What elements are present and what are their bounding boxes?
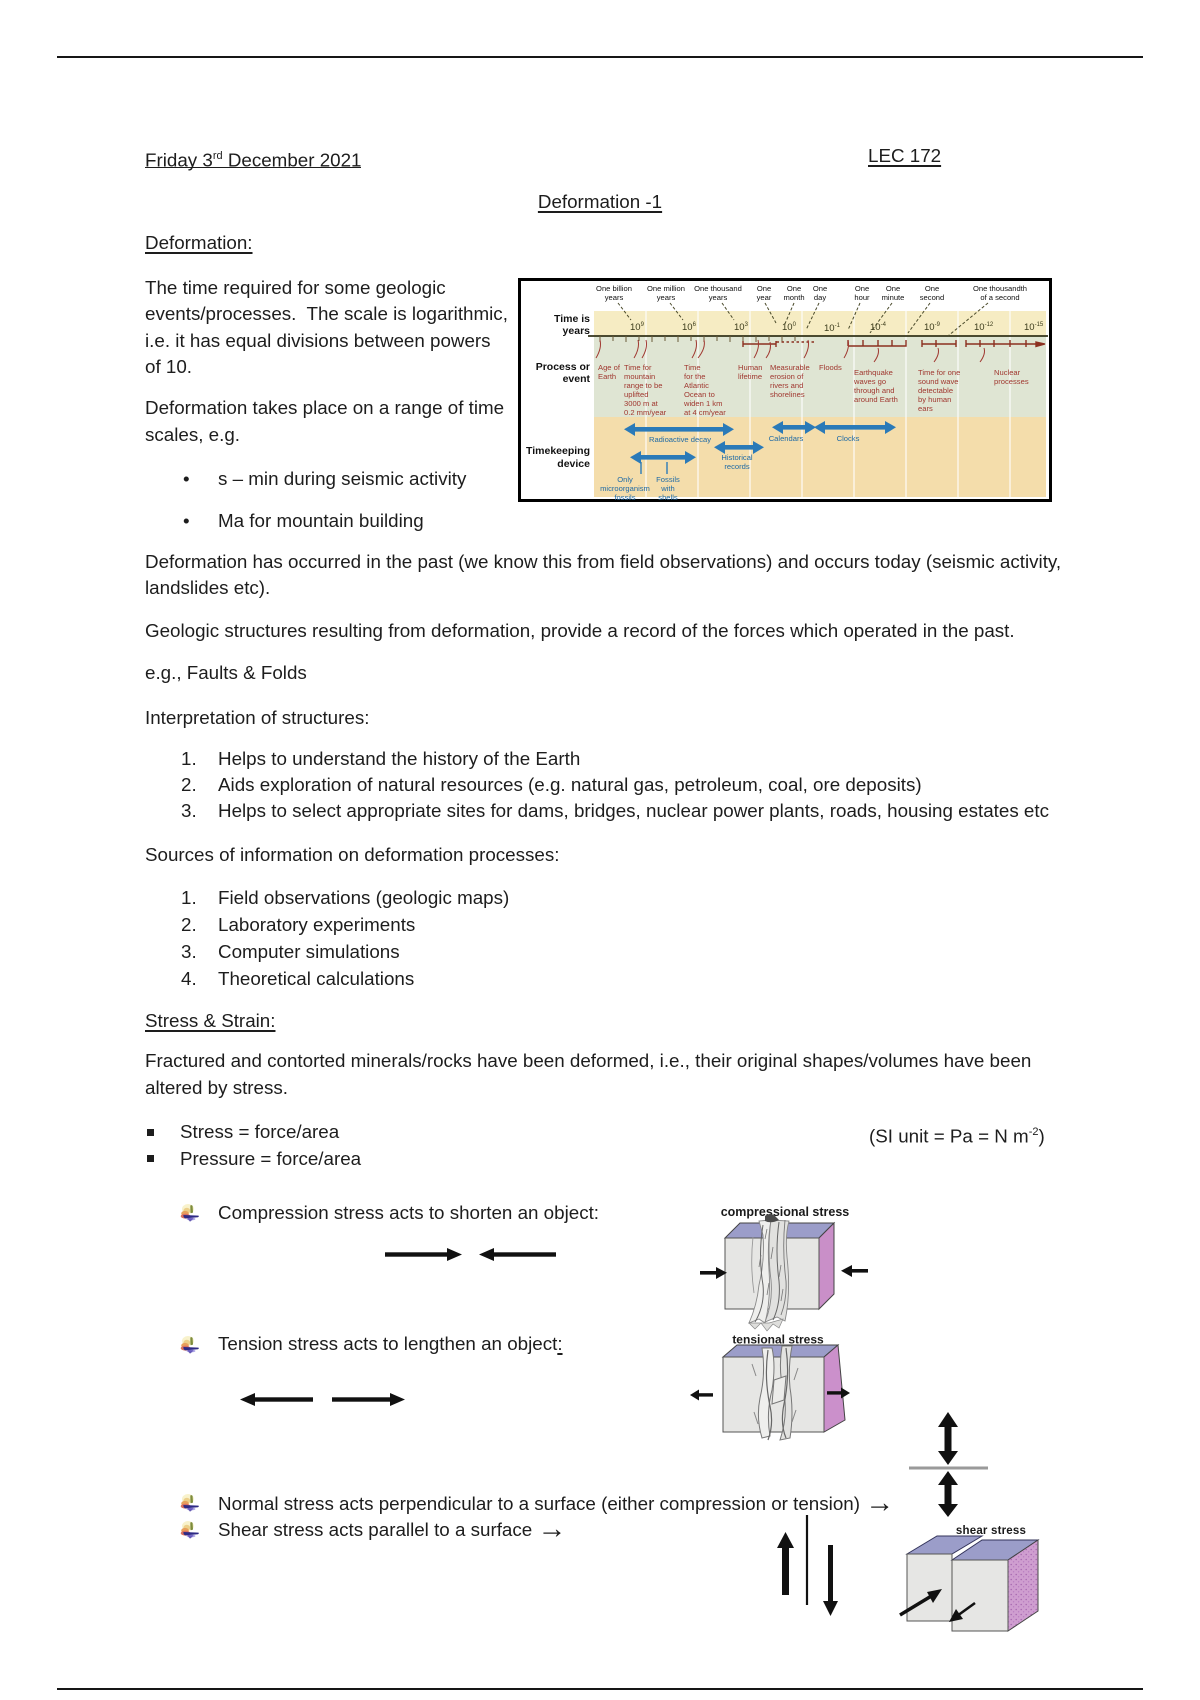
svg-text:mountain: mountain	[624, 372, 655, 381]
svg-text:shear stress: shear stress	[956, 1525, 1026, 1537]
svg-text:of a second: of a second	[980, 293, 1019, 302]
svg-text:shorelines: shorelines	[770, 390, 805, 399]
svg-text:10-12: 10-12	[974, 322, 994, 333]
svg-text:microorganism: microorganism	[600, 484, 650, 493]
svg-text:Historical: Historical	[721, 453, 753, 462]
svg-text:Timekeeping: Timekeeping	[526, 445, 590, 457]
svg-text:One thousand: One thousand	[694, 284, 742, 293]
svg-text:3000 m at: 3000 m at	[624, 399, 659, 408]
svg-text:year: year	[757, 293, 772, 302]
svg-text:minute: minute	[882, 293, 905, 302]
svg-text:One: One	[813, 284, 827, 293]
svg-text:Human: Human	[738, 363, 762, 372]
svg-text:waves go: waves go	[853, 377, 886, 386]
svg-text:records: records	[724, 462, 750, 471]
svg-text:106: 106	[682, 322, 697, 333]
svg-text:uplifted: uplifted	[624, 390, 649, 399]
svg-text:0.2 mm/year: 0.2 mm/year	[624, 408, 667, 417]
svg-text:Time for one: Time for one	[918, 368, 960, 377]
svg-text:event: event	[563, 373, 591, 385]
svg-text:around Earth: around Earth	[854, 395, 898, 404]
svg-text:One billion: One billion	[596, 284, 632, 293]
svg-text:compressional stress: compressional stress	[721, 1205, 850, 1219]
svg-text:Process or: Process or	[536, 361, 590, 373]
svg-text:Calendars: Calendars	[769, 434, 804, 443]
svg-text:detectable: detectable	[918, 386, 953, 395]
svg-text:tensional stress: tensional stress	[732, 1333, 824, 1347]
svg-text:range to be: range to be	[624, 381, 662, 390]
svg-text:fossils: fossils	[614, 493, 635, 502]
svg-text:at 4 cm/year: at 4 cm/year	[684, 408, 726, 417]
svg-text:month: month	[783, 293, 804, 302]
svg-text:One: One	[787, 284, 801, 293]
svg-text:100: 100	[782, 322, 797, 333]
svg-text:erosion of: erosion of	[770, 372, 804, 381]
svg-text:Fossils: Fossils	[656, 475, 680, 484]
svg-text:One: One	[757, 284, 771, 293]
svg-text:One million: One million	[647, 284, 685, 293]
svg-text:ears: ears	[918, 404, 933, 413]
svg-text:10-4: 10-4	[870, 322, 887, 333]
svg-text:years: years	[563, 325, 591, 337]
svg-text:Atlantic: Atlantic	[684, 381, 709, 390]
svg-text:10-9: 10-9	[924, 322, 941, 333]
svg-text:Radioactive decay: Radioactive decay	[649, 435, 711, 444]
svg-text:Clocks: Clocks	[837, 434, 860, 443]
svg-text:years: years	[709, 293, 728, 302]
svg-text:Age of: Age of	[598, 363, 621, 372]
svg-text:Time is: Time is	[554, 313, 590, 325]
svg-text:Ocean to: Ocean to	[684, 390, 715, 399]
svg-text:processes: processes	[994, 377, 1029, 386]
svg-text:device: device	[557, 458, 590, 470]
svg-text:sound wave: sound wave	[918, 377, 959, 386]
svg-text:One: One	[855, 284, 869, 293]
svg-text:Only: Only	[617, 475, 633, 484]
svg-text:10-1: 10-1	[824, 323, 841, 334]
svg-text:years: years	[657, 293, 676, 302]
svg-text:by human: by human	[918, 395, 951, 404]
svg-text:with: with	[660, 484, 675, 493]
svg-text:rivers and: rivers and	[770, 381, 803, 390]
svg-text:Time for: Time for	[624, 363, 652, 372]
svg-text:10-15: 10-15	[1024, 322, 1044, 333]
svg-text:Earth: Earth	[598, 372, 616, 381]
svg-text:One: One	[886, 284, 900, 293]
svg-text:Floods: Floods	[819, 363, 842, 372]
svg-text:hour: hour	[854, 293, 870, 302]
svg-text:day: day	[814, 293, 826, 302]
svg-text:One: One	[925, 284, 939, 293]
svg-text:Time: Time	[684, 363, 701, 372]
svg-text:109: 109	[630, 322, 645, 333]
svg-text:years: years	[605, 293, 624, 302]
svg-text:lifetime: lifetime	[738, 372, 762, 381]
svg-text:through and: through and	[854, 386, 895, 395]
svg-text:Earthquake: Earthquake	[854, 368, 893, 377]
svg-text:for the: for the	[684, 372, 706, 381]
svg-text:Nuclear: Nuclear	[994, 368, 1021, 377]
svg-text:Measurable: Measurable	[770, 363, 810, 372]
svg-text:shells: shells	[658, 493, 678, 502]
svg-text:widen 1 km: widen 1 km	[683, 399, 722, 408]
svg-text:second: second	[920, 293, 945, 302]
svg-text:103: 103	[734, 322, 749, 333]
svg-text:One thousandth: One thousandth	[973, 284, 1027, 293]
